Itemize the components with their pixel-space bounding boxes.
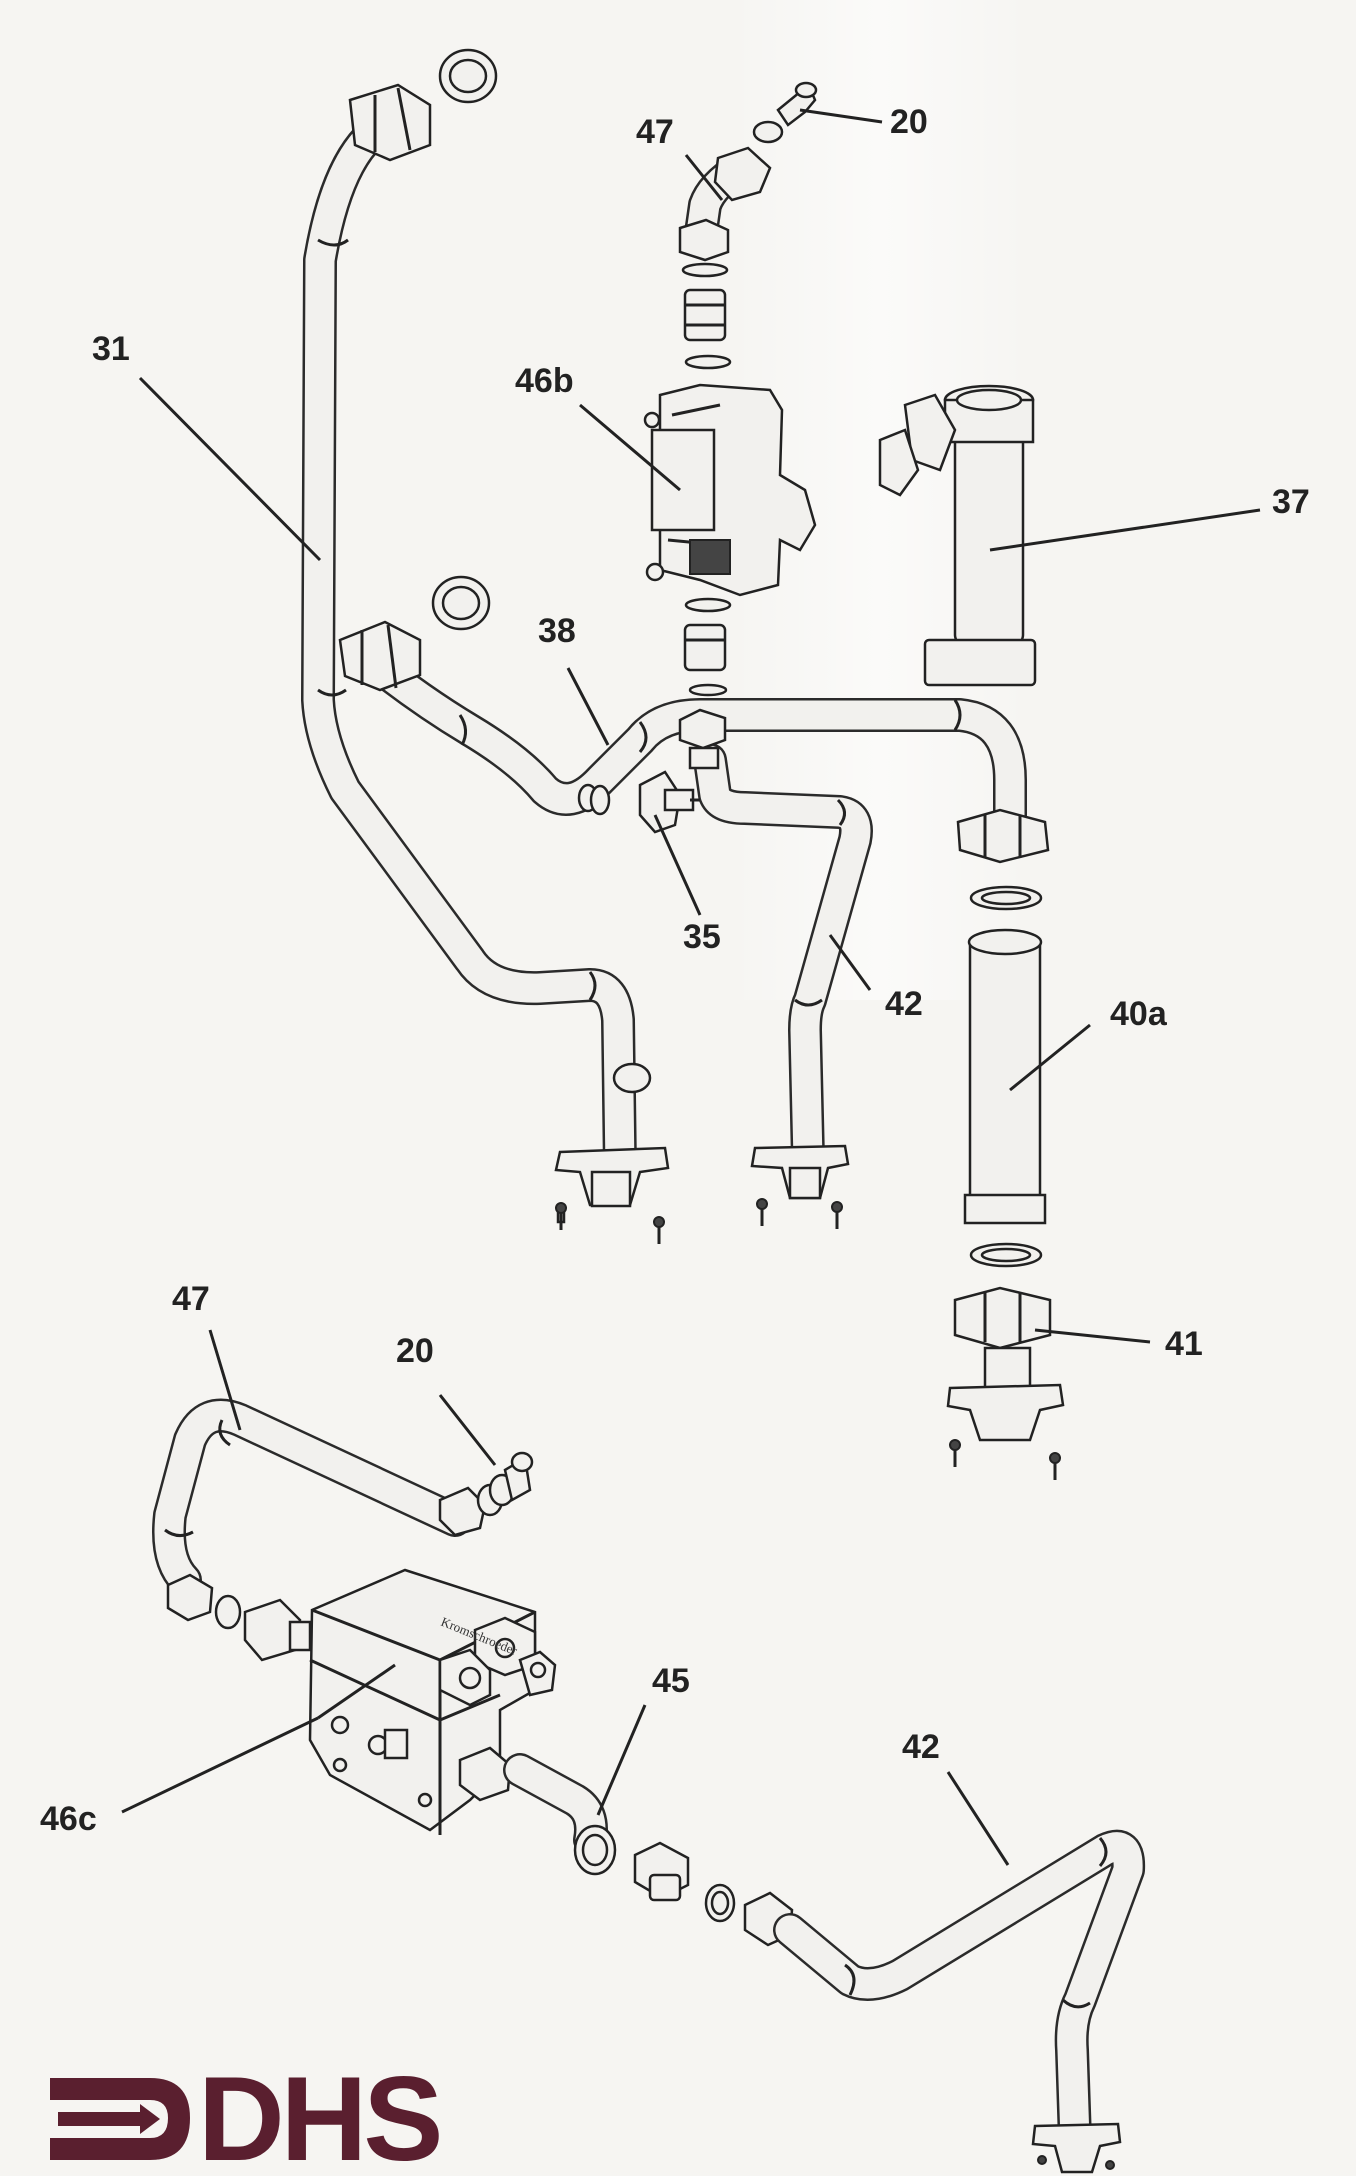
bracket-42-top xyxy=(750,1144,850,1229)
union-40a-41 xyxy=(946,808,1065,1480)
nut-38 xyxy=(338,575,491,692)
pipe-42-bottom xyxy=(773,1829,1146,2157)
nut-31-top xyxy=(348,48,498,162)
callout-42-bottom: 42 xyxy=(902,1728,940,1766)
union-left-bottom xyxy=(166,1573,312,1662)
logo-text: DHS xyxy=(198,2052,439,2176)
callout-20-top: 20 xyxy=(890,103,928,141)
callout-37: 37 xyxy=(1272,483,1310,521)
callout-20-bottom: 20 xyxy=(396,1332,434,1370)
bracket-42-bottom xyxy=(1031,2122,1122,2174)
leader-lines xyxy=(121,108,1261,1866)
callout-46b: 46b xyxy=(515,362,574,400)
dhs-logo: DHS xyxy=(50,2052,443,2176)
callout-38: 38 xyxy=(538,612,576,650)
pipe-31 xyxy=(301,103,637,1187)
callout-40a: 40a xyxy=(1110,995,1168,1033)
union-45 xyxy=(633,1841,794,1947)
logo-arrow-icon xyxy=(50,2078,190,2160)
fitting-37 xyxy=(878,384,1037,687)
callout-46c: 46c xyxy=(40,1800,97,1838)
callout-labels: 31 47 20 46b 37 38 35 42 40a 41 47 20 45… xyxy=(40,103,1310,1838)
callout-41: 41 xyxy=(1165,1325,1203,1363)
valve-46b-stack xyxy=(643,81,818,697)
pipe-38 xyxy=(353,643,1027,837)
callout-47-bottom: 47 xyxy=(172,1280,210,1318)
callout-35: 35 xyxy=(683,918,721,956)
elbow-45 xyxy=(503,1753,617,1876)
callout-42-top: 42 xyxy=(885,985,923,1023)
fitting-20-bottom xyxy=(438,1451,534,1537)
valve-46c: Kromschroeder xyxy=(308,1568,557,1835)
pipe-42-top xyxy=(693,743,873,1177)
callout-47-top: 47 xyxy=(636,113,674,151)
callout-31: 31 xyxy=(92,330,130,368)
callout-45: 45 xyxy=(652,1662,690,1700)
sensor-35 xyxy=(577,770,700,834)
tee-nut xyxy=(678,708,727,770)
pipe-47-bottom xyxy=(152,1398,472,1597)
pipe-31-port xyxy=(612,1062,652,1094)
bracket-31 xyxy=(554,1146,670,1244)
